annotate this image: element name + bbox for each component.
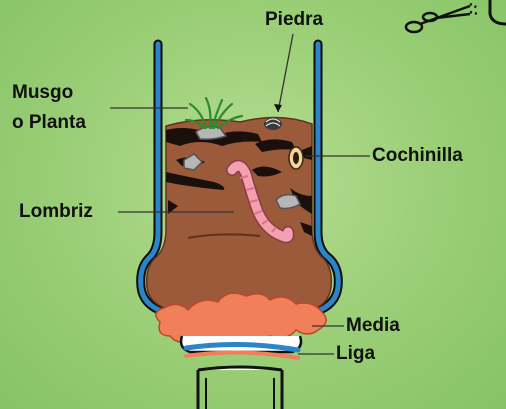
label-media: Media	[346, 315, 400, 337]
scissors-icon	[406, 0, 506, 32]
cochinilla-icon	[289, 147, 303, 169]
soil	[147, 117, 332, 310]
label-musgo-line2: o Planta	[12, 112, 86, 134]
label-musgo-line1: Musgo	[12, 82, 73, 104]
label-piedra: Piedra	[265, 9, 323, 31]
label-cochinilla: Cochinilla	[372, 145, 463, 167]
leader-line-piedra	[278, 34, 293, 112]
label-liga: Liga	[336, 343, 375, 365]
bottle-cap	[198, 367, 282, 409]
pill-bug-icon	[264, 118, 282, 130]
label-lombriz: Lombriz	[19, 201, 93, 223]
